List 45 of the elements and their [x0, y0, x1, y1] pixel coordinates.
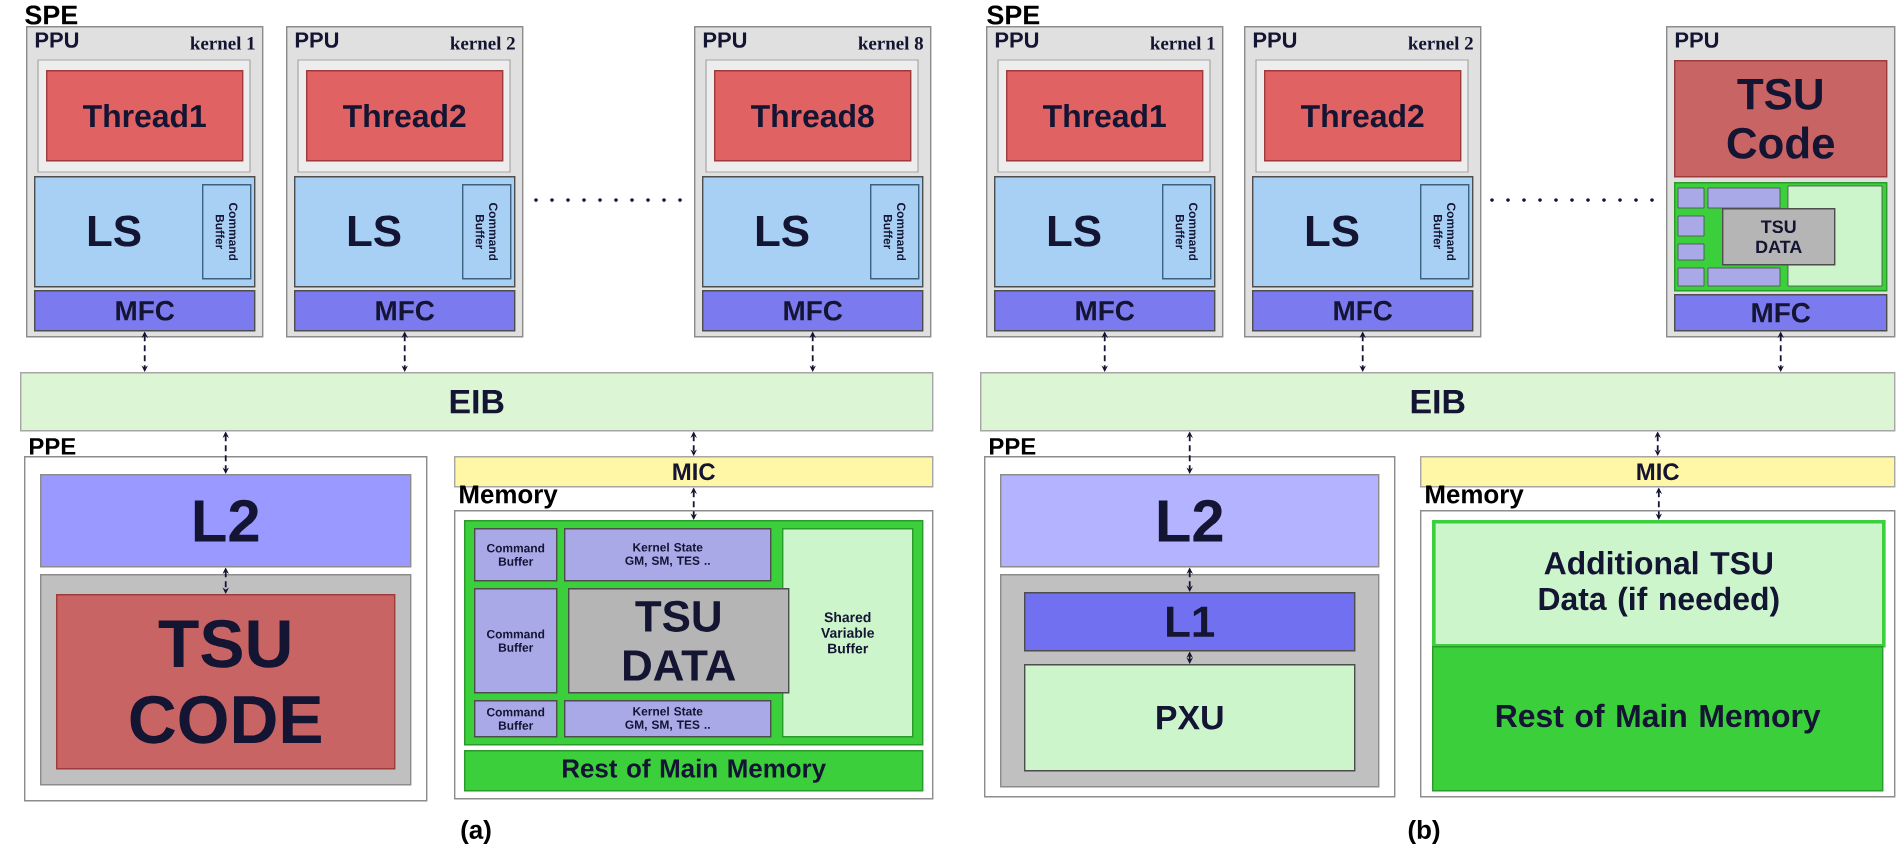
controller-bar: MIC	[454, 456, 934, 488]
controller-bar: MIC	[1420, 456, 1896, 488]
section-heading: PPE	[990, 438, 1036, 455]
mfc-box: MFC	[294, 290, 516, 332]
unit-label: PPU	[703, 32, 747, 48]
panel-label: (a)	[461, 819, 491, 845]
mfc-box: MFC	[702, 290, 924, 332]
group-heading: SPE	[25, 5, 78, 25]
cache-box: L2	[40, 474, 412, 568]
kernel-label: kernel 1	[1150, 36, 1215, 50]
thread-box: Thread8	[714, 70, 912, 162]
bus-bar: EIB	[980, 372, 1896, 432]
mfc-box: MFC	[1674, 294, 1888, 332]
data-box: TSU DATA	[1722, 208, 1836, 266]
thread-box: Thread2	[306, 70, 504, 162]
thread-box: Thread1	[1006, 70, 1204, 162]
memory-region: Rest of Main Memory	[464, 750, 924, 792]
code-box: TSU Code	[1674, 60, 1888, 178]
cache-box: L2	[1000, 474, 1380, 568]
thread-box: Thread2	[1264, 70, 1462, 162]
unit-label: PPU	[995, 32, 1039, 48]
memory-region: Rest of Main Memory	[1432, 646, 1884, 792]
unit-label: PPU	[1253, 32, 1297, 48]
memory-region: Additional TSU Data (if needed)	[1432, 520, 1886, 648]
data-box: TSU DATA	[568, 588, 790, 694]
section-heading: Memory	[1426, 485, 1524, 509]
unit-label: PPU	[295, 32, 339, 48]
kernel-label: kernel 1	[190, 36, 255, 50]
section-heading: PPE	[30, 438, 76, 455]
execution-unit-box: PXU	[1024, 664, 1356, 772]
mfc-box: MFC	[994, 290, 1216, 332]
thread-box: Thread1	[46, 70, 244, 162]
kernel-label: kernel 2	[1408, 36, 1473, 50]
kernel-label: kernel 8	[858, 36, 923, 50]
bus-bar: EIB	[20, 372, 934, 432]
unit-label: PPU	[1675, 32, 1719, 48]
mfc-box: MFC	[1252, 290, 1474, 332]
cache-box: L1	[1024, 592, 1356, 652]
mfc-box: MFC	[34, 290, 256, 332]
code-box: TSU CODE	[56, 594, 396, 770]
section-heading: Memory	[460, 485, 558, 509]
kernel-label: kernel 2	[450, 36, 515, 50]
panel-label: (b)	[1408, 819, 1440, 845]
unit-label: PPU	[35, 32, 79, 48]
group-heading: SPE	[987, 5, 1040, 25]
